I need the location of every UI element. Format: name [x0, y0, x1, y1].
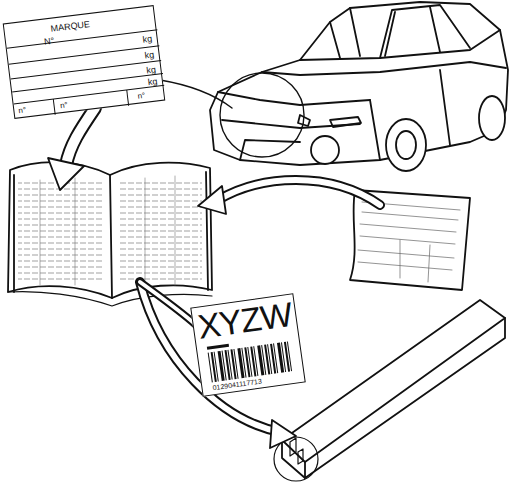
number-mark: n° [137, 92, 146, 101]
brand-text: MARQUE [50, 20, 90, 34]
barcode-number: 0129041117713 [212, 377, 262, 391]
barcode-label: XYZW 0129041117713 [190, 293, 306, 397]
code-text: XYZW [196, 297, 294, 344]
number-mark: n° [60, 101, 69, 110]
weight-unit: kg [147, 77, 158, 87]
weight-unit: kg [142, 35, 153, 45]
weight-unit: kg [144, 50, 155, 60]
number-mark: n° [18, 106, 27, 115]
number-text: N° [44, 36, 55, 46]
vehicle-plate: MARQUEN°kgkgkgkgn°n°n° [3, 5, 166, 119]
weight-unit: kg [146, 65, 157, 75]
